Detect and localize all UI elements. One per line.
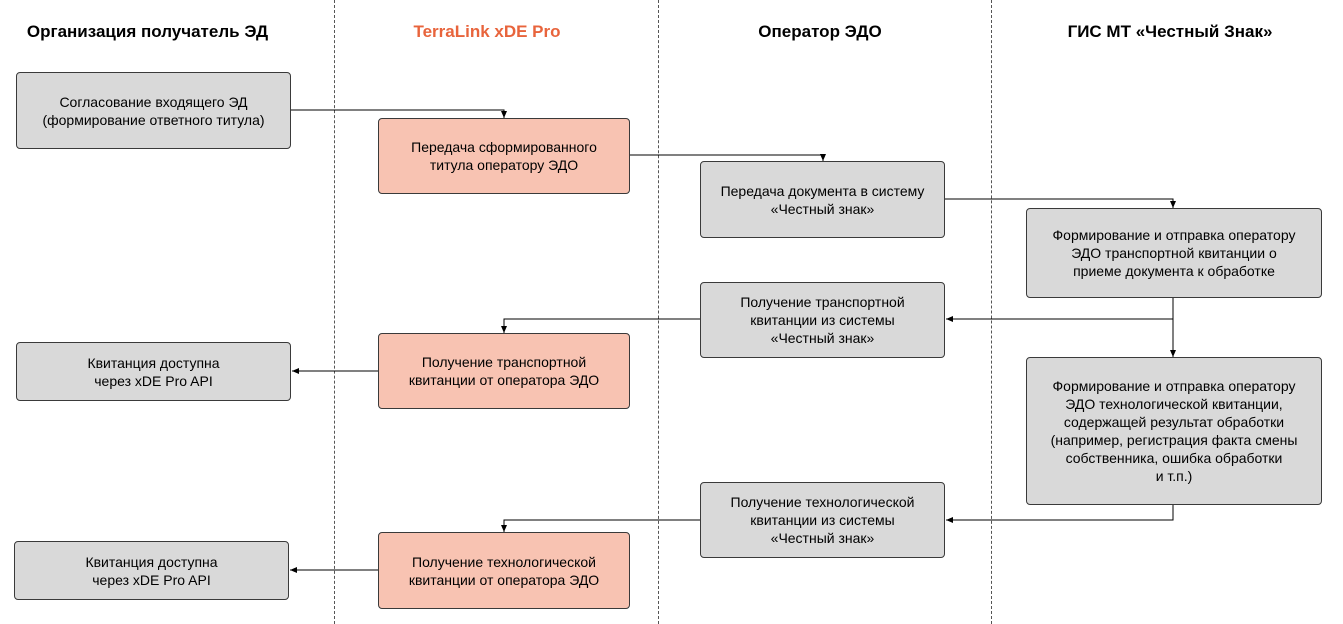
box-send-title-to-operator: Передача сформированного титула оператор… — [378, 118, 630, 194]
arrow-gis-transport-to-op-transport — [946, 298, 1174, 322]
box-tl-get-transport-receipt: Получение транспортной квитанции от опер… — [378, 333, 630, 409]
box-org-receipt-available-2: Квитанция доступна через xDE Pro API — [14, 541, 289, 600]
lane-divider-3 — [991, 0, 992, 624]
lane-title-org: Организация получатель ЭД — [26, 22, 269, 41]
box-op-get-tech-receipt: Получение технологической квитанции из с… — [700, 482, 945, 558]
arrow-approve-to-send-title — [291, 109, 507, 118]
box-gis-transport-receipt: Формирование и отправка оператору ЭДО тр… — [1026, 208, 1322, 298]
arrow-op-transport-to-tl-transport — [501, 318, 700, 333]
lane-divider-2 — [658, 0, 659, 624]
box-approve-incoming-doc: Согласование входящего ЭД (формирование … — [16, 72, 291, 149]
arrow-gis-tech-to-op-tech — [946, 505, 1174, 523]
box-tl-get-tech-receipt: Получение технологической квитанции от о… — [378, 532, 630, 609]
lane-title-gis: ГИС МТ «Честный Знак» — [1067, 22, 1273, 41]
lane-divider-1 — [334, 0, 335, 624]
box-gis-tech-receipt: Формирование и отправка оператору ЭДО те… — [1026, 357, 1322, 505]
arrow-op-tech-to-tl-tech — [501, 519, 700, 532]
lane-title-terralink: TerraLink xDE Pro — [413, 22, 561, 41]
box-send-doc-to-system: Передача документа в систему «Честный зн… — [700, 161, 945, 238]
lane-title-operator: Оператор ЭДО — [758, 22, 882, 41]
box-org-receipt-available-1: Квитанция доступна через xDE Pro API — [16, 342, 291, 401]
arrow-send-title-to-send-doc — [630, 154, 826, 161]
arrow-send-doc-to-gis-transport — [945, 198, 1176, 208]
box-op-get-transport-receipt: Получение транспортной квитанции из сист… — [700, 282, 945, 358]
